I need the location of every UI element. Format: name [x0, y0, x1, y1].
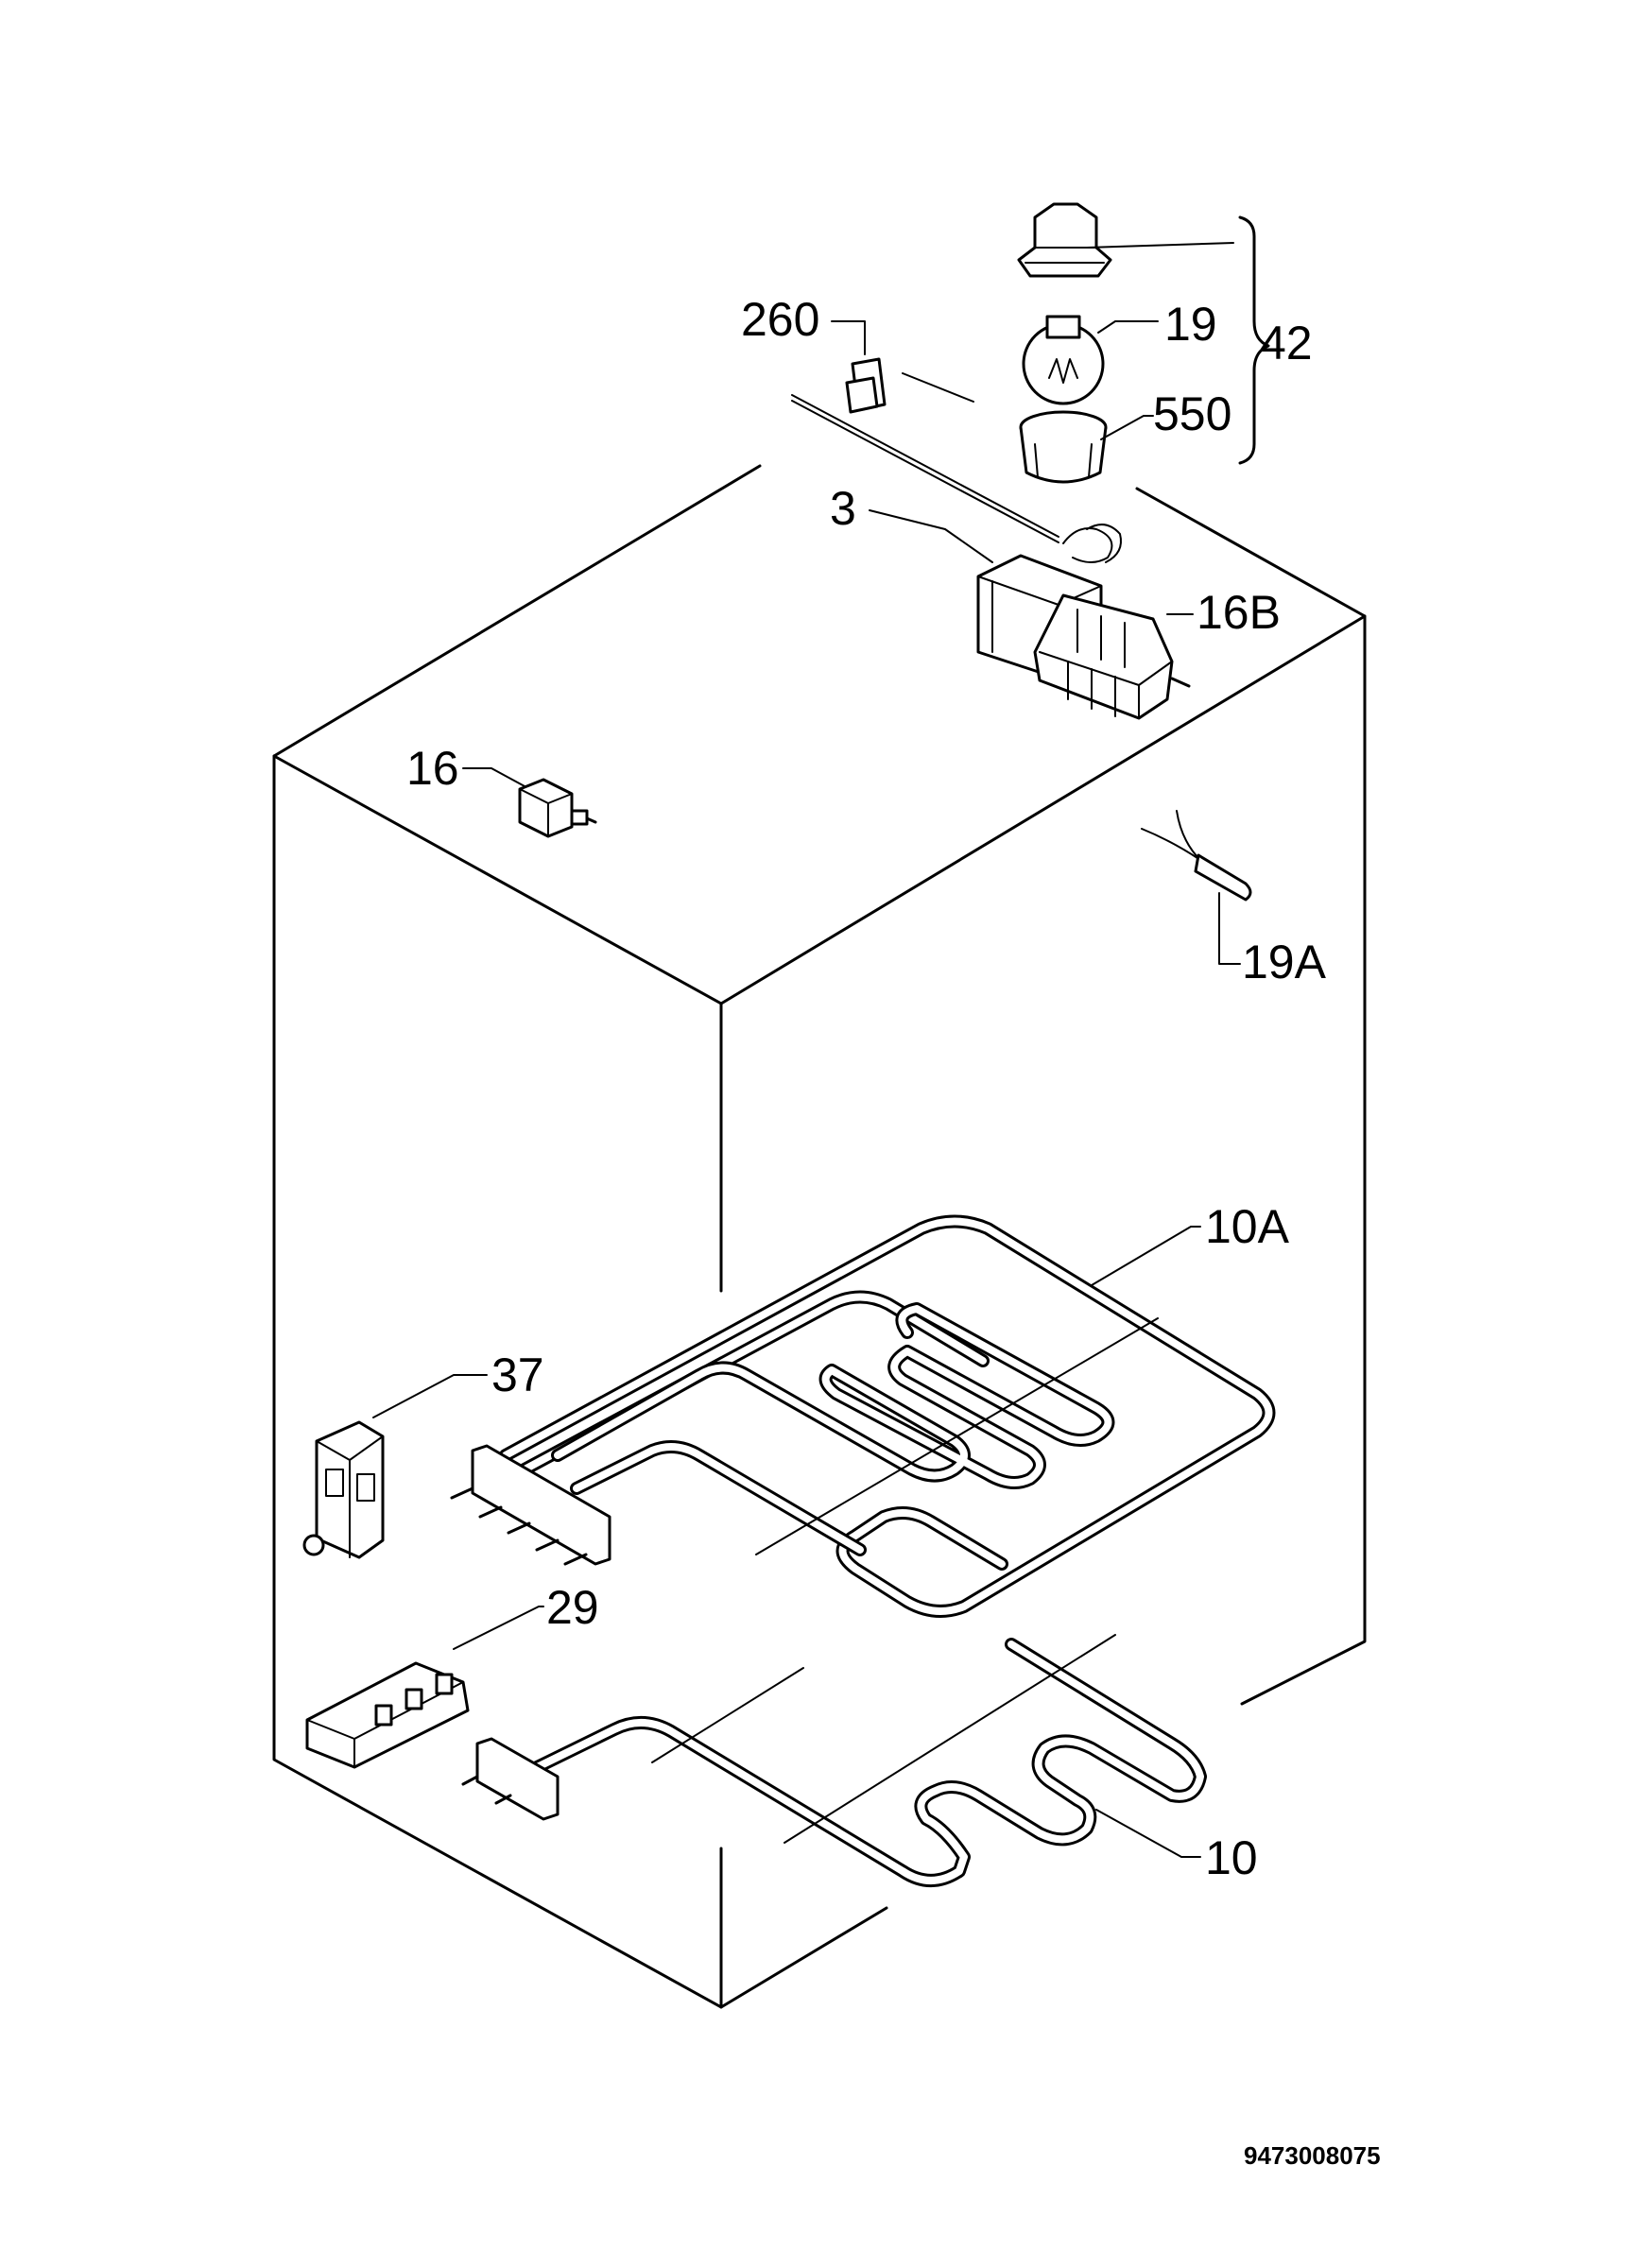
- bottom-element-part-10: [461, 1634, 1207, 1887]
- label-10: 10: [1205, 1831, 1258, 1884]
- label-19: 19: [1164, 298, 1217, 351]
- label-19a: 19A: [1242, 936, 1327, 988]
- push-switch-part-16: [518, 778, 597, 838]
- label-37: 37: [491, 1349, 544, 1401]
- grill-element-part-10a: [450, 1214, 1276, 1618]
- selector-switch-part-16b: [1033, 593, 1191, 720]
- sensor-part-19a: [1141, 810, 1252, 902]
- label-550: 550: [1153, 387, 1231, 440]
- document-code: 9473008075: [1244, 2141, 1381, 2170]
- label-16: 16: [406, 742, 459, 795]
- label-42: 42: [1260, 317, 1313, 369]
- label-29: 29: [546, 1581, 599, 1634]
- label-16b: 16B: [1197, 586, 1281, 639]
- lamp-assembly-part-42: [1017, 202, 1270, 484]
- label-260: 260: [741, 293, 819, 346]
- terminal-block-part-29: [305, 1661, 470, 1769]
- leader-lines: [372, 242, 1241, 1858]
- label-10a: 10A: [1205, 1200, 1290, 1253]
- clip-part-260: [845, 357, 974, 414]
- door-switch-part-37: [302, 1420, 385, 1559]
- label-3: 3: [830, 482, 856, 535]
- oven-cavity-outline: [272, 464, 1367, 2009]
